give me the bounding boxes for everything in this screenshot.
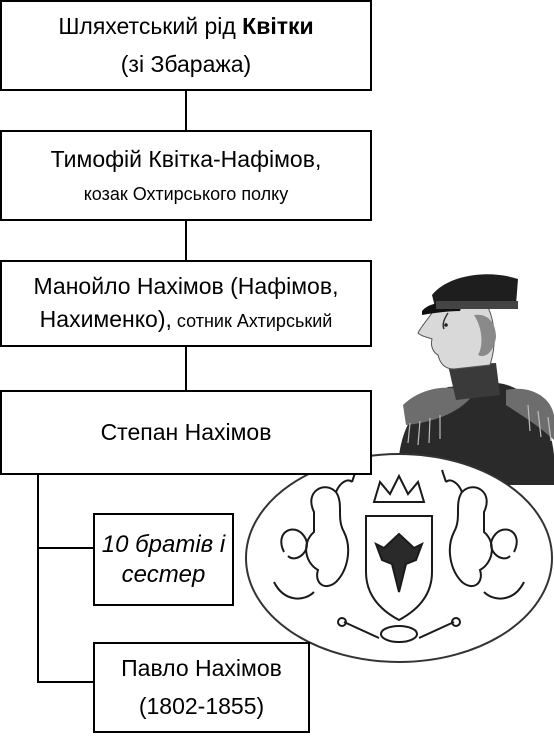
family-name-kvitka: Квітки	[242, 12, 314, 39]
stepan-name: Степан Нахімов	[100, 418, 272, 445]
manoylo-line2: Нахименко), сотник Ахтирський	[40, 305, 333, 335]
siblings-box: 10 братів і сестер	[93, 513, 234, 606]
family-origin-prefix: Шляхетський рід	[58, 12, 243, 39]
family-origin-line1: Шляхетський рід Квітки	[58, 12, 313, 42]
manoylo-name: Манойло Нахімов (Нафімов,	[33, 273, 339, 300]
pavlo-years: (1802-1855)	[138, 692, 265, 719]
connector-to-pavlo	[37, 681, 95, 683]
stepan-box: Степан Нахімов	[0, 390, 372, 475]
siblings-line1: 10 братів і	[101, 530, 226, 558]
pavlo-name: Павло Нахімов	[121, 654, 282, 681]
connector-1-2	[185, 90, 187, 130]
timofiy-box: Тимофій Квітка-Нафімов, козак Охтирськог…	[0, 130, 372, 221]
coat-of-arms-image	[245, 453, 553, 663]
timofiy-name: Тимофій Квітка-Нафімов,	[50, 145, 322, 172]
family-origin-place: (зі Збаража)	[120, 50, 252, 77]
connector-2-3	[185, 220, 187, 260]
connector-4-children-vertical	[37, 474, 39, 682]
siblings-line2: сестер	[121, 560, 206, 588]
connector-to-siblings	[37, 547, 95, 549]
manoylo-alt-name: Нахименко),	[39, 306, 172, 332]
manoylo-box: Манойло Нахімов (Нафімов, Нахименко), со…	[0, 260, 372, 347]
family-origin-box: Шляхетський рід Квітки (зі Збаража)	[0, 0, 372, 91]
manoylo-title: сотник Ахтирський	[171, 311, 333, 331]
portrait-image	[397, 274, 554, 485]
pavlo-box: Павло Нахімов (1802-1855)	[93, 642, 310, 733]
connector-3-4	[185, 346, 187, 391]
timofiy-title: козак Охтирського полку	[83, 183, 289, 204]
